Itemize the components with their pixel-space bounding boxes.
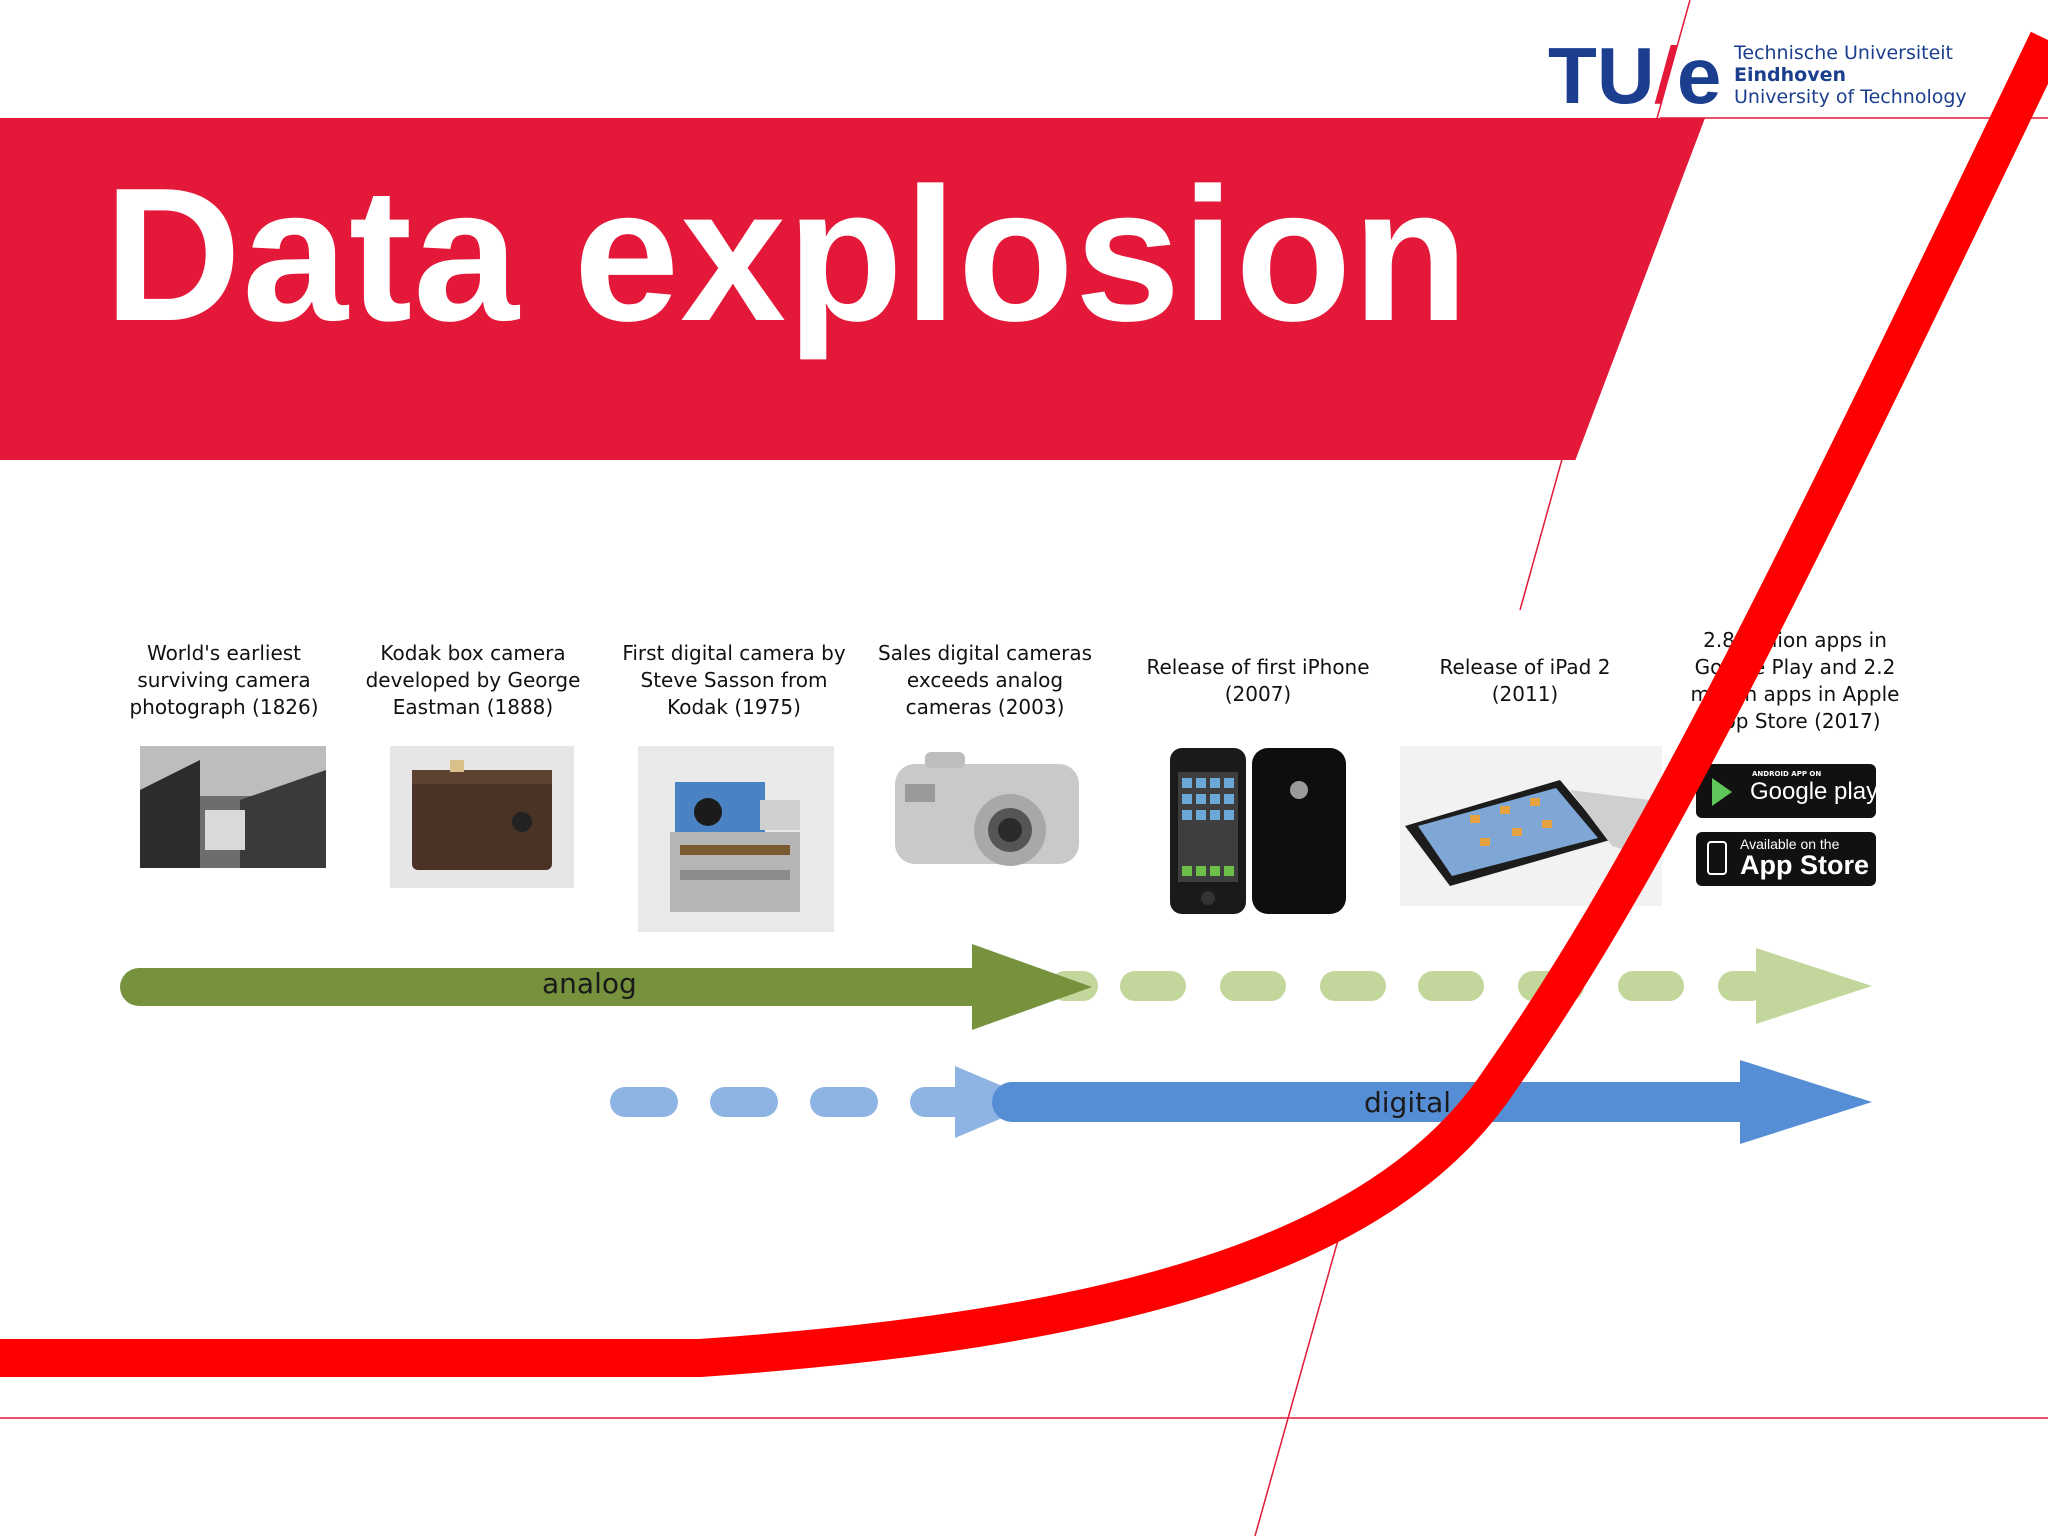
caption-kodak-box-camera: Kodak box camera developed by George Eas…	[365, 641, 581, 719]
iphone-image	[1170, 748, 1346, 914]
diagonal-guide-line-bottom	[1254, 1239, 1339, 1536]
logo-text: Technische Universiteit Eindhoven Univer…	[1734, 42, 1967, 108]
logo-mark-tu: TU	[1548, 31, 1655, 120]
page-title: Data explosion	[104, 149, 1470, 361]
logo-mark-e: e	[1676, 31, 1722, 120]
digital-dashed-lead-in	[610, 1066, 1040, 1138]
earliest-photograph-image	[140, 746, 326, 868]
google-play-text: Google play	[1750, 778, 1879, 805]
caption-earliest-photograph: World's earliest surviving camera photog…	[129, 641, 319, 719]
caption-first-digital-camera: First digital camera by Steve Sasson fro…	[622, 641, 846, 719]
analog-label: analog	[542, 967, 637, 1000]
logo-line-2: Eindhoven	[1734, 64, 1846, 86]
analog-dashed-continuation	[1050, 948, 1872, 1024]
app-store-text: App Store	[1740, 850, 1870, 880]
sony-digital-camera-image	[895, 752, 1079, 866]
logo-line-3: University of Technology	[1734, 86, 1967, 108]
caption-iphone: Release of first iPhone (2007)	[1146, 655, 1370, 706]
google-play-small-text: ANDROID APP ON	[1752, 770, 1822, 778]
caption-digital-sales: Sales digital cameras exceeds analog cam…	[877, 641, 1093, 719]
app-store-small-text: Available on the	[1740, 836, 1840, 852]
growth-curve	[0, 31, 2048, 1377]
caption-ipad: Release of iPad 2 (2011)	[1439, 655, 1611, 706]
logo-mark-slash: /	[1654, 31, 1677, 120]
kodak-box-camera-image	[390, 746, 574, 888]
app-store-badges-image	[1696, 764, 1876, 886]
title-band	[0, 118, 1705, 460]
analog-arrow	[120, 944, 1092, 1030]
digital-arrow	[992, 1060, 1872, 1144]
first-digital-camera-image	[638, 746, 834, 932]
digital-label: digital	[1364, 1086, 1452, 1119]
logo-mark: TU/e	[1548, 36, 1721, 116]
logo-line-1: Technische Universiteit	[1734, 42, 1954, 64]
